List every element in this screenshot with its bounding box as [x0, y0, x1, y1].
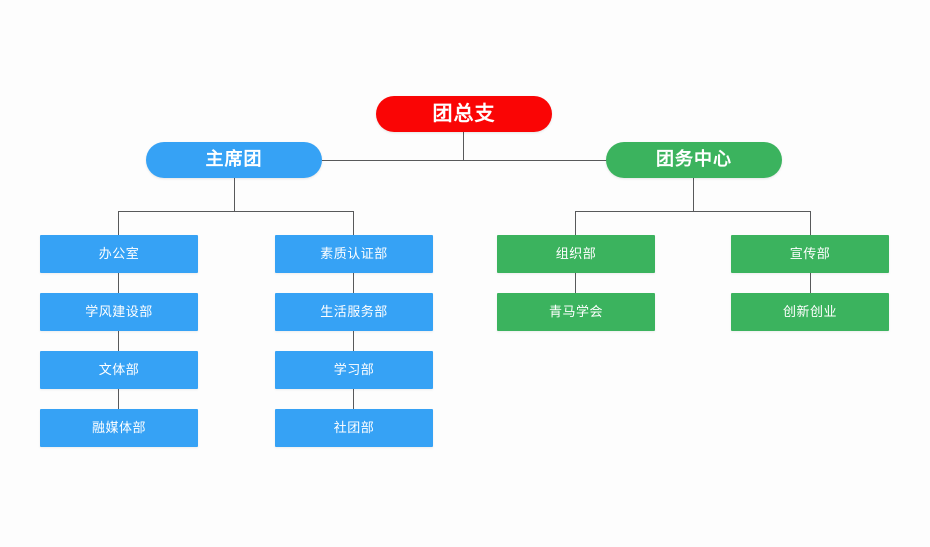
- node-leaf-organization[interactable]: 组织部: [497, 235, 655, 273]
- connector-presidium-col2-link-2: [353, 331, 354, 351]
- connector-league-bus: [575, 211, 811, 212]
- connector-league-col1-drop: [575, 211, 576, 235]
- connector-presidium-col2-drop: [353, 211, 354, 235]
- connector-league-col2-link-1: [810, 273, 811, 293]
- connector-presidium-bus: [118, 211, 354, 212]
- connector-league-stem: [693, 178, 694, 211]
- connector-presidium-col1-link-1: [118, 273, 119, 293]
- node-leaf-qingma-society[interactable]: 青马学会: [497, 293, 655, 331]
- node-leaf-innovation-entrepreneurship[interactable]: 创新创业: [731, 293, 889, 331]
- connector-root-bus: [322, 160, 607, 161]
- node-leaf-academic-style-construction[interactable]: 学风建设部: [40, 293, 198, 331]
- connector-presidium-col1-link-3: [118, 389, 119, 409]
- node-leaf-office[interactable]: 办公室: [40, 235, 198, 273]
- connector-presidium-stem: [234, 178, 235, 211]
- connector-presidium-col2-link-3: [353, 389, 354, 409]
- node-branch-league-affairs-center[interactable]: 团务中心: [606, 142, 782, 178]
- node-leaf-study[interactable]: 学习部: [275, 351, 433, 389]
- node-leaf-media-convergence[interactable]: 融媒体部: [40, 409, 198, 447]
- connector-presidium-col1-drop: [118, 211, 119, 235]
- node-root-tuanzongzhi[interactable]: 团总支: [376, 96, 552, 132]
- node-branch-presidium[interactable]: 主席团: [146, 142, 322, 178]
- connector-root-stem: [463, 132, 464, 160]
- connector-league-col2-drop: [810, 211, 811, 235]
- node-leaf-culture-sports[interactable]: 文体部: [40, 351, 198, 389]
- node-leaf-student-club[interactable]: 社团部: [275, 409, 433, 447]
- connector-presidium-col1-link-2: [118, 331, 119, 351]
- connector-presidium-col2-link-1: [353, 273, 354, 293]
- node-leaf-life-service[interactable]: 生活服务部: [275, 293, 433, 331]
- node-leaf-publicity[interactable]: 宣传部: [731, 235, 889, 273]
- node-leaf-quality-certification[interactable]: 素质认证部: [275, 235, 433, 273]
- connector-league-col1-link-1: [575, 273, 576, 293]
